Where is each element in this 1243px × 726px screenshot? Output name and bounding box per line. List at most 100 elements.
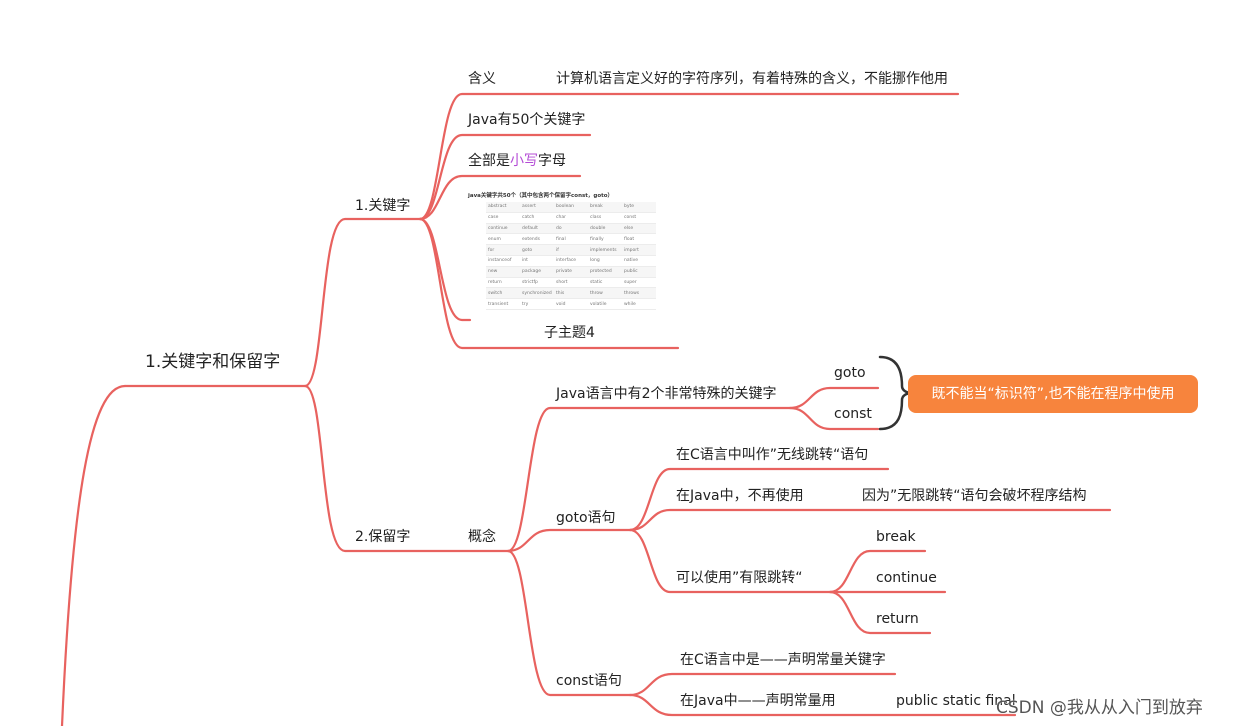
table-cell: volatile [588,298,622,310]
goto-can-use[interactable]: 可以使用”有限跳转“ [676,570,803,586]
connector [418,217,680,350]
root-topic[interactable]: 1.关键字和保留字 [145,352,281,372]
goto-java-reason[interactable]: 因为”无限跳转“语句会破坏程序结构 [862,488,1087,504]
lowercase-highlight: 小写 [510,153,538,169]
table-cell: byte [622,202,656,213]
connector [628,508,1112,532]
const-java[interactable]: 在Java中——声明常量用 [680,693,836,709]
table-cell: static [588,277,622,289]
const-java-value[interactable]: public static final [896,693,1016,709]
connector [506,406,792,553]
lowercase-post: 字母 [538,153,566,169]
table-cell: if [554,244,588,256]
connector [788,406,880,431]
lowercase-pre: 全部是 [468,153,510,169]
goto-keyword[interactable]: goto [834,365,866,381]
table-cell: transient [486,298,520,310]
connector [506,549,632,697]
table-cell: short [554,277,588,289]
const-keyword[interactable]: const [834,406,872,422]
keyword-table-image[interactable]: java关键字共50个（其中包含两个保留字const，goto） abstrac… [466,190,660,318]
const-statement[interactable]: const语句 [556,673,622,689]
meaning-label[interactable]: 含义 [468,71,496,87]
keyword-topic[interactable]: 1.关键字 [355,198,411,214]
subtopic-4[interactable]: 子主题4 [544,325,595,341]
lowercase-note[interactable]: 全部是小写字母 [468,152,566,170]
connector [60,384,127,726]
table-cell: else [622,223,656,235]
goto-java[interactable]: 在Java中，不再使用 [676,488,804,504]
keyword-count[interactable]: Java有50个关键字 [468,112,586,128]
meaning-text[interactable]: 计算机语言定义好的字符序列，有着特殊的含义，不能挪作他用 [556,71,948,87]
table-cell: abstract [486,202,520,213]
table-cell: interface [554,255,588,267]
table-cell: double [588,223,622,235]
goto-c-language[interactable]: 在C语言中叫作”无线跳转“语句 [676,447,869,463]
table-cell: protected [588,266,622,278]
table-cell: package [520,266,554,278]
connector [418,92,960,221]
goto-statement[interactable]: goto语句 [556,510,616,526]
table-cell: break [588,202,622,213]
connector [828,590,932,635]
table-cell: class [588,212,622,224]
table-cell: long [588,255,622,267]
table-cell: return [486,277,520,289]
table-cell: const [622,212,656,224]
connector [628,672,897,697]
connector [303,217,422,388]
table-cell: for [486,244,520,256]
table-cell: instanceof [486,255,520,267]
table-cell: continue [486,223,520,235]
table-cell: private [554,266,588,278]
connector [418,133,592,221]
callout-note[interactable]: 既不能当“标识符”,也不能在程序中使用 [908,375,1198,413]
item-break[interactable]: break [876,529,916,545]
connector [628,467,890,532]
table-cell: public [622,266,656,278]
table-cell: synchronized [520,287,554,300]
table-cell: this [554,287,588,300]
table-cell: enum [486,233,520,246]
table-cell: throw [588,287,622,300]
table-cell: super [622,277,656,289]
table-cell: char [554,212,588,224]
item-continue[interactable]: continue [876,570,937,586]
table-cell: extends [520,233,554,246]
table-cell: import [622,244,656,256]
table-cell: native [622,255,656,267]
connector [303,384,510,553]
table-cell: new [486,266,520,278]
special-keywords[interactable]: Java语言中有2个非常特殊的关键字 [556,386,777,402]
table-cell: switch [486,287,520,300]
connector [506,528,632,553]
table-cell: finally [588,233,622,246]
keyword-table-caption: java关键字共50个（其中包含两个保留字const，goto） [468,193,614,199]
table-cell: default [520,223,554,235]
connector [628,528,832,594]
table-cell: void [554,298,588,310]
connector [418,174,582,221]
reserved-topic[interactable]: 2.保留字 [355,529,411,545]
table-cell: boolean [554,202,588,213]
connector [788,386,880,410]
table-cell: float [622,233,656,246]
table-cell: case [486,212,520,224]
concept-topic[interactable]: 概念 [468,529,496,545]
table-cell: try [520,298,554,310]
item-return[interactable]: return [876,611,919,627]
watermark: CSDN @我从从入门到放弃 [996,698,1203,718]
table-cell: assert [520,202,554,213]
table-cell: goto [520,244,554,256]
const-c-language[interactable]: 在C语言中是——声明常量关键字 [680,652,886,668]
